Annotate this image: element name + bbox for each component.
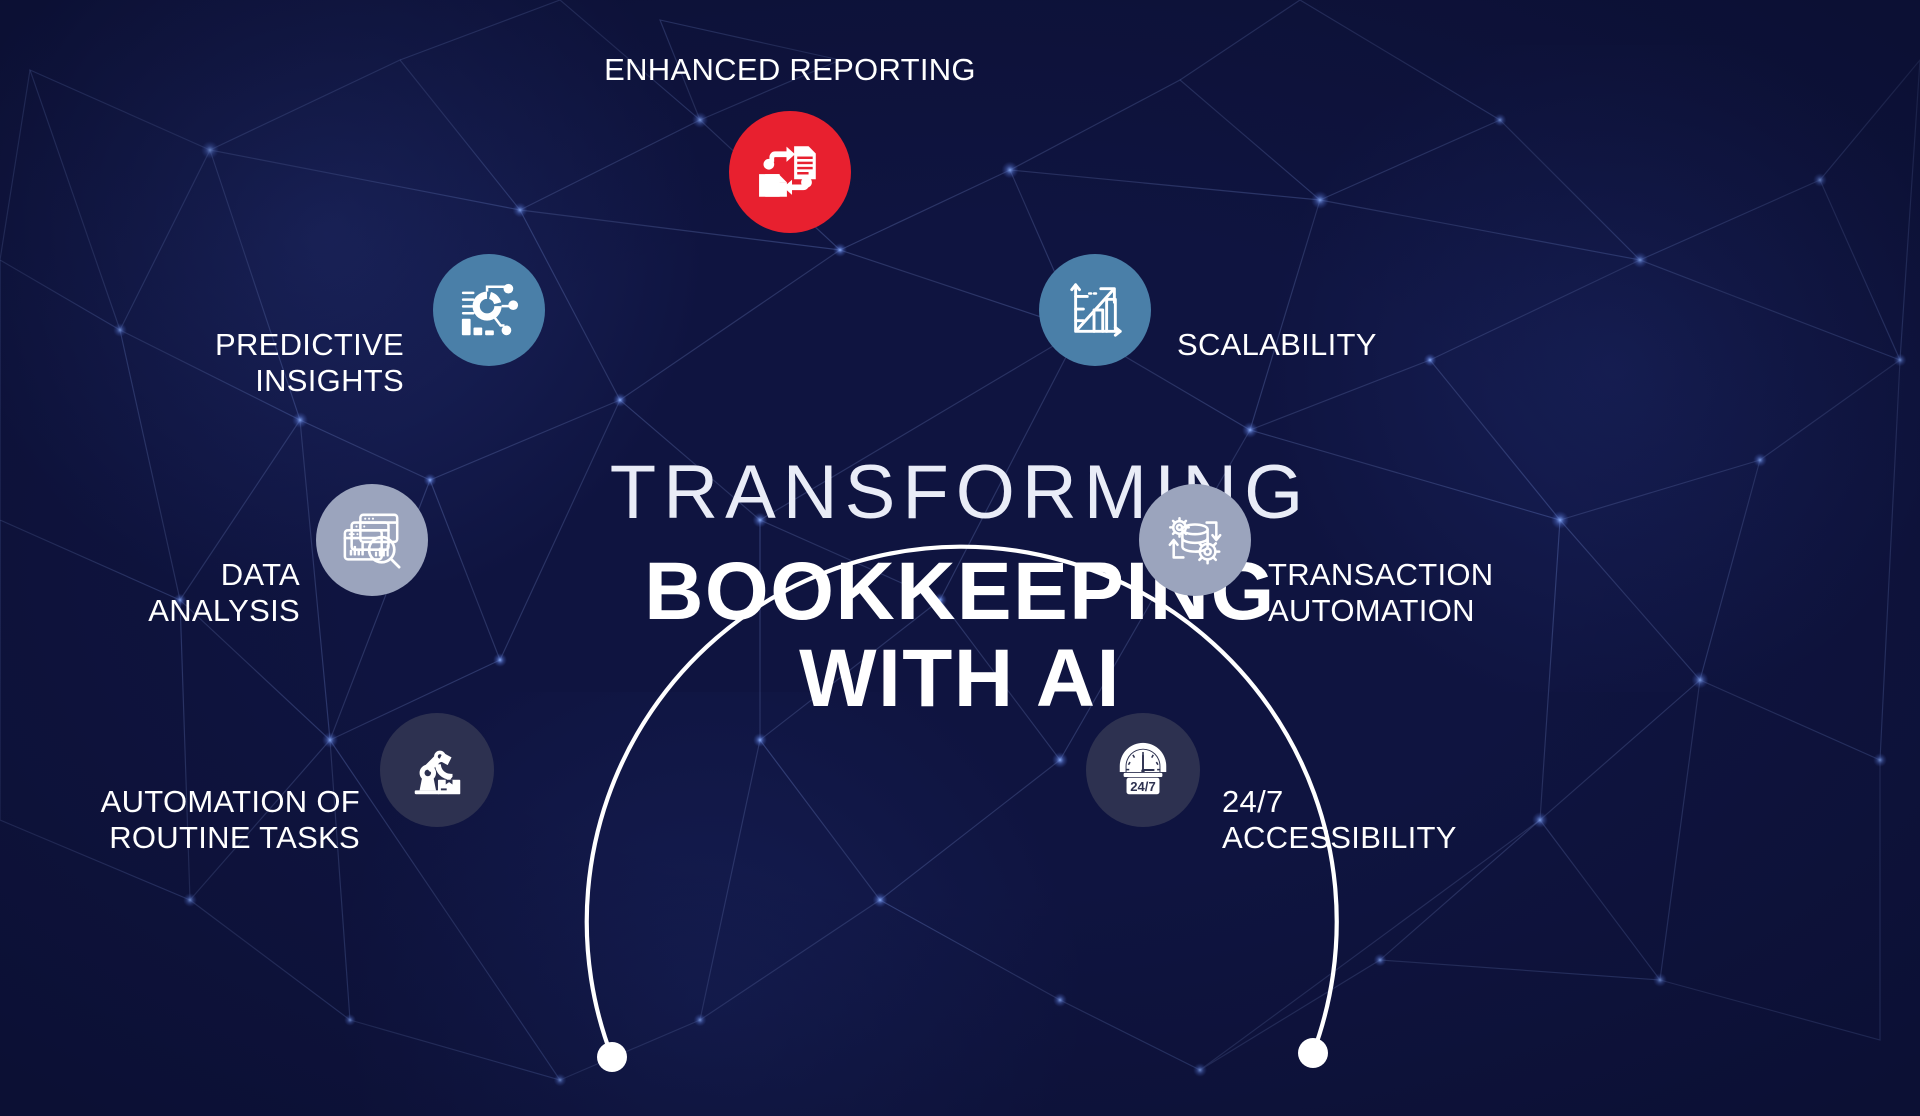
node-scalability[interactable] [1039, 254, 1151, 366]
donut-network-chart-icon [461, 283, 519, 336]
label-data-analysis: DATA ANALYSIS [148, 557, 300, 629]
clock-247-text: 24/7 [1130, 779, 1155, 794]
window-chart-magnifier-icon [343, 513, 401, 569]
label-automation-routine-tasks: AUTOMATION OF ROUTINE TASKS [100, 784, 360, 856]
label-predictive-insights: PREDICTIVE INSIGHTS [214, 327, 404, 399]
node-predictive-insights[interactable] [433, 254, 545, 366]
title-line-with-ai: WITH AI [799, 632, 1121, 724]
node-accessibility-247[interactable]: 24/7 [1086, 713, 1200, 827]
label-transaction-automation: TRANSACTION AUTOMATION [1268, 557, 1494, 629]
clock-247-icon: 24/7 [1119, 742, 1167, 795]
gears-database-cycle-icon [1168, 516, 1222, 565]
arc-end-left-dot [597, 1042, 627, 1072]
node-transaction-automation[interactable] [1139, 484, 1251, 596]
node-data-analysis[interactable] [316, 484, 428, 596]
label-scalability: SCALABILITY [1177, 327, 1377, 362]
node-enhanced-reporting[interactable] [729, 111, 851, 233]
node-automation-routine-tasks[interactable] [380, 713, 494, 827]
label-enhanced-reporting: ENHANCED REPORTING [604, 52, 976, 87]
growth-arrow-chart-icon [1070, 283, 1122, 337]
label-accessibility-247: 24/7 ACCESSIBILITY [1222, 784, 1457, 856]
report-exchange-icon [759, 146, 816, 197]
title-line-transforming: TRANSFORMING [609, 450, 1311, 535]
arc-end-right-dot [1298, 1038, 1328, 1068]
arc-path [584, 544, 1339, 1060]
robot-arm-box-icon [414, 750, 461, 795]
